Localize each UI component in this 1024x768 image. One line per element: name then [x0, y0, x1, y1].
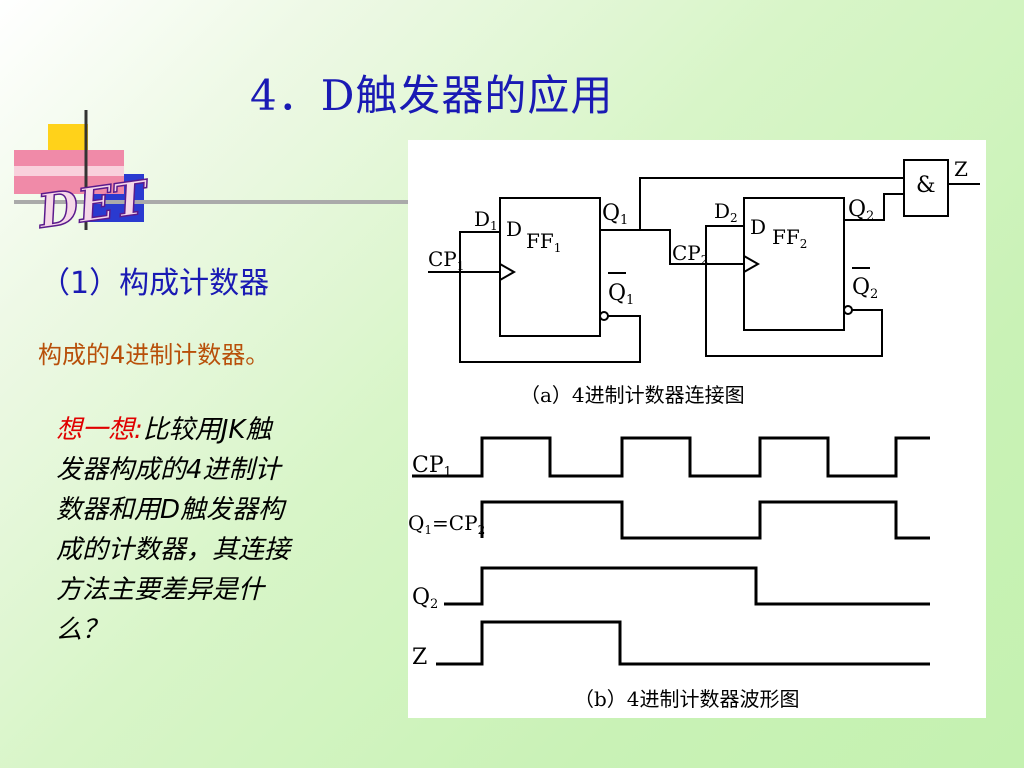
q2bar-label: Q2: [852, 275, 878, 302]
ff1-feedback-wire: [459, 231, 641, 363]
det-logo: DET: [14, 110, 420, 230]
ff2-box: [743, 197, 845, 331]
wave-cp1: [412, 436, 930, 478]
ff1-clock-symbol: [499, 263, 517, 281]
slide-title: 4．D触发器的应用: [250, 71, 614, 120]
ff2-d-label: D2: [714, 199, 738, 225]
wave-z: [436, 620, 930, 666]
q2-label: Q2: [848, 197, 874, 224]
q1-label: Q1: [602, 201, 628, 228]
cp2-label: CP2: [672, 241, 708, 267]
q1bar-label: Q1: [608, 281, 634, 308]
ff1-qbar-bubble: [599, 311, 609, 321]
ff1-name: FF1: [526, 229, 561, 255]
ff2-qbar-bubble: [843, 305, 853, 315]
think-question: 想一想:比较用JK触发器构成的4进制计数器和用D触发器构成的计数器，其连接方法主…: [56, 410, 296, 650]
cp1-label: CP1: [428, 247, 464, 273]
think-text: 比较用JK触发器构成的4进制计数器和用D触发器构成的计数器，其连接方法主要差异是…: [56, 415, 291, 645]
circuit-figure: D FF1 D1 CP1 Q1 Q1 D FF2 D2 CP2 Q2 Q2 & …: [408, 157, 980, 711]
ff1-d-label: D1: [474, 207, 498, 233]
wave-q1-label: Q1=CP2: [408, 511, 485, 537]
ff1-d-pin: D: [506, 217, 522, 241]
ff2-clock-symbol: [743, 255, 761, 273]
wave-cp1-label: CP1: [412, 453, 452, 480]
ff2-name: FF2: [772, 225, 807, 251]
q1-to-gate-wire: [639, 177, 904, 230]
wave-z-label: Z: [412, 645, 427, 670]
circuit-caption: （a）4进制计数器连接图: [520, 383, 745, 407]
subtitle: （1）构成计数器: [40, 266, 270, 301]
wave-q2: [444, 566, 930, 606]
q2-to-gate-wire: [844, 193, 904, 221]
think-label: 想一想:: [56, 415, 143, 445]
z-label: Z: [954, 157, 968, 181]
waveform-caption: （b）4进制计数器波形图: [574, 687, 800, 711]
and-gate-symbol: &: [916, 173, 936, 198]
ff2-feedback-wire: [705, 225, 883, 357]
description: 构成的4进制计数器。: [38, 341, 270, 369]
ff2-d-pin: D: [750, 215, 766, 239]
figure-panel: D FF1 D1 CP1 Q1 Q1 D FF2 D2 CP2 Q2 Q2 & …: [408, 140, 986, 718]
wave-q2-label: Q2: [412, 585, 438, 612]
ff1-box: [499, 197, 601, 337]
wave-q1: [480, 500, 930, 540]
and-gate: [903, 159, 949, 217]
